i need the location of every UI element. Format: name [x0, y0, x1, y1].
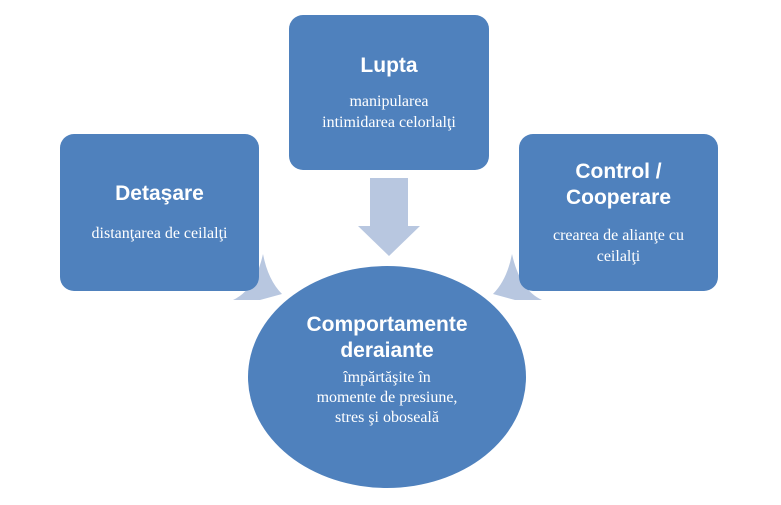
- ellipse-comportamente-deraiante: Comportamente deraiante împărtăşite în m…: [248, 266, 526, 488]
- box-detasare-title: Detaşare: [115, 182, 204, 205]
- box-detasare-desc: distanţarea de ceilalţi: [92, 223, 228, 244]
- box-control-line: crearea de alianţe cu: [552, 226, 684, 244]
- box-control-title: Control / Cooperare: [566, 159, 671, 211]
- box-detasare-line: distanţarea de ceilalţi: [91, 225, 228, 242]
- box-control-title-line: Control /: [575, 159, 662, 183]
- box-lupta-line: manipularea: [349, 92, 429, 110]
- ellipse-title-line: Comportamente: [306, 313, 468, 336]
- box-lupta: Lupta manipularea intimidarea celorlalţi: [289, 15, 489, 170]
- arrow-down: [358, 178, 420, 256]
- ellipse-line: împărtăşite în: [343, 369, 431, 386]
- box-detasare: Detaşare distanţarea de ceilalţi: [60, 134, 259, 291]
- arrow-curved-right: [493, 254, 542, 300]
- box-lupta-title: Lupta: [360, 53, 418, 77]
- box-lupta-desc: manipularea intimidarea celorlalţi: [322, 91, 456, 133]
- box-control-title-line: Cooperare: [565, 185, 672, 209]
- ellipse-title-line: deraiante: [340, 339, 434, 362]
- box-control-cooperare: Control / Cooperare crearea de alianţe c…: [519, 134, 718, 291]
- ellipse-desc: împărtăşite în momente de presiune, stre…: [317, 368, 458, 428]
- ellipse-line: stres şi oboseală: [335, 409, 439, 426]
- ellipse-line: momente de presiune,: [316, 389, 458, 406]
- ellipse-title: Comportamente deraiante: [306, 312, 467, 364]
- box-control-line: ceilalţi: [596, 247, 641, 265]
- box-lupta-line: intimidarea celorlalţi: [322, 113, 456, 131]
- box-control-desc: crearea de alianţe cu ceilalţi: [553, 225, 684, 267]
